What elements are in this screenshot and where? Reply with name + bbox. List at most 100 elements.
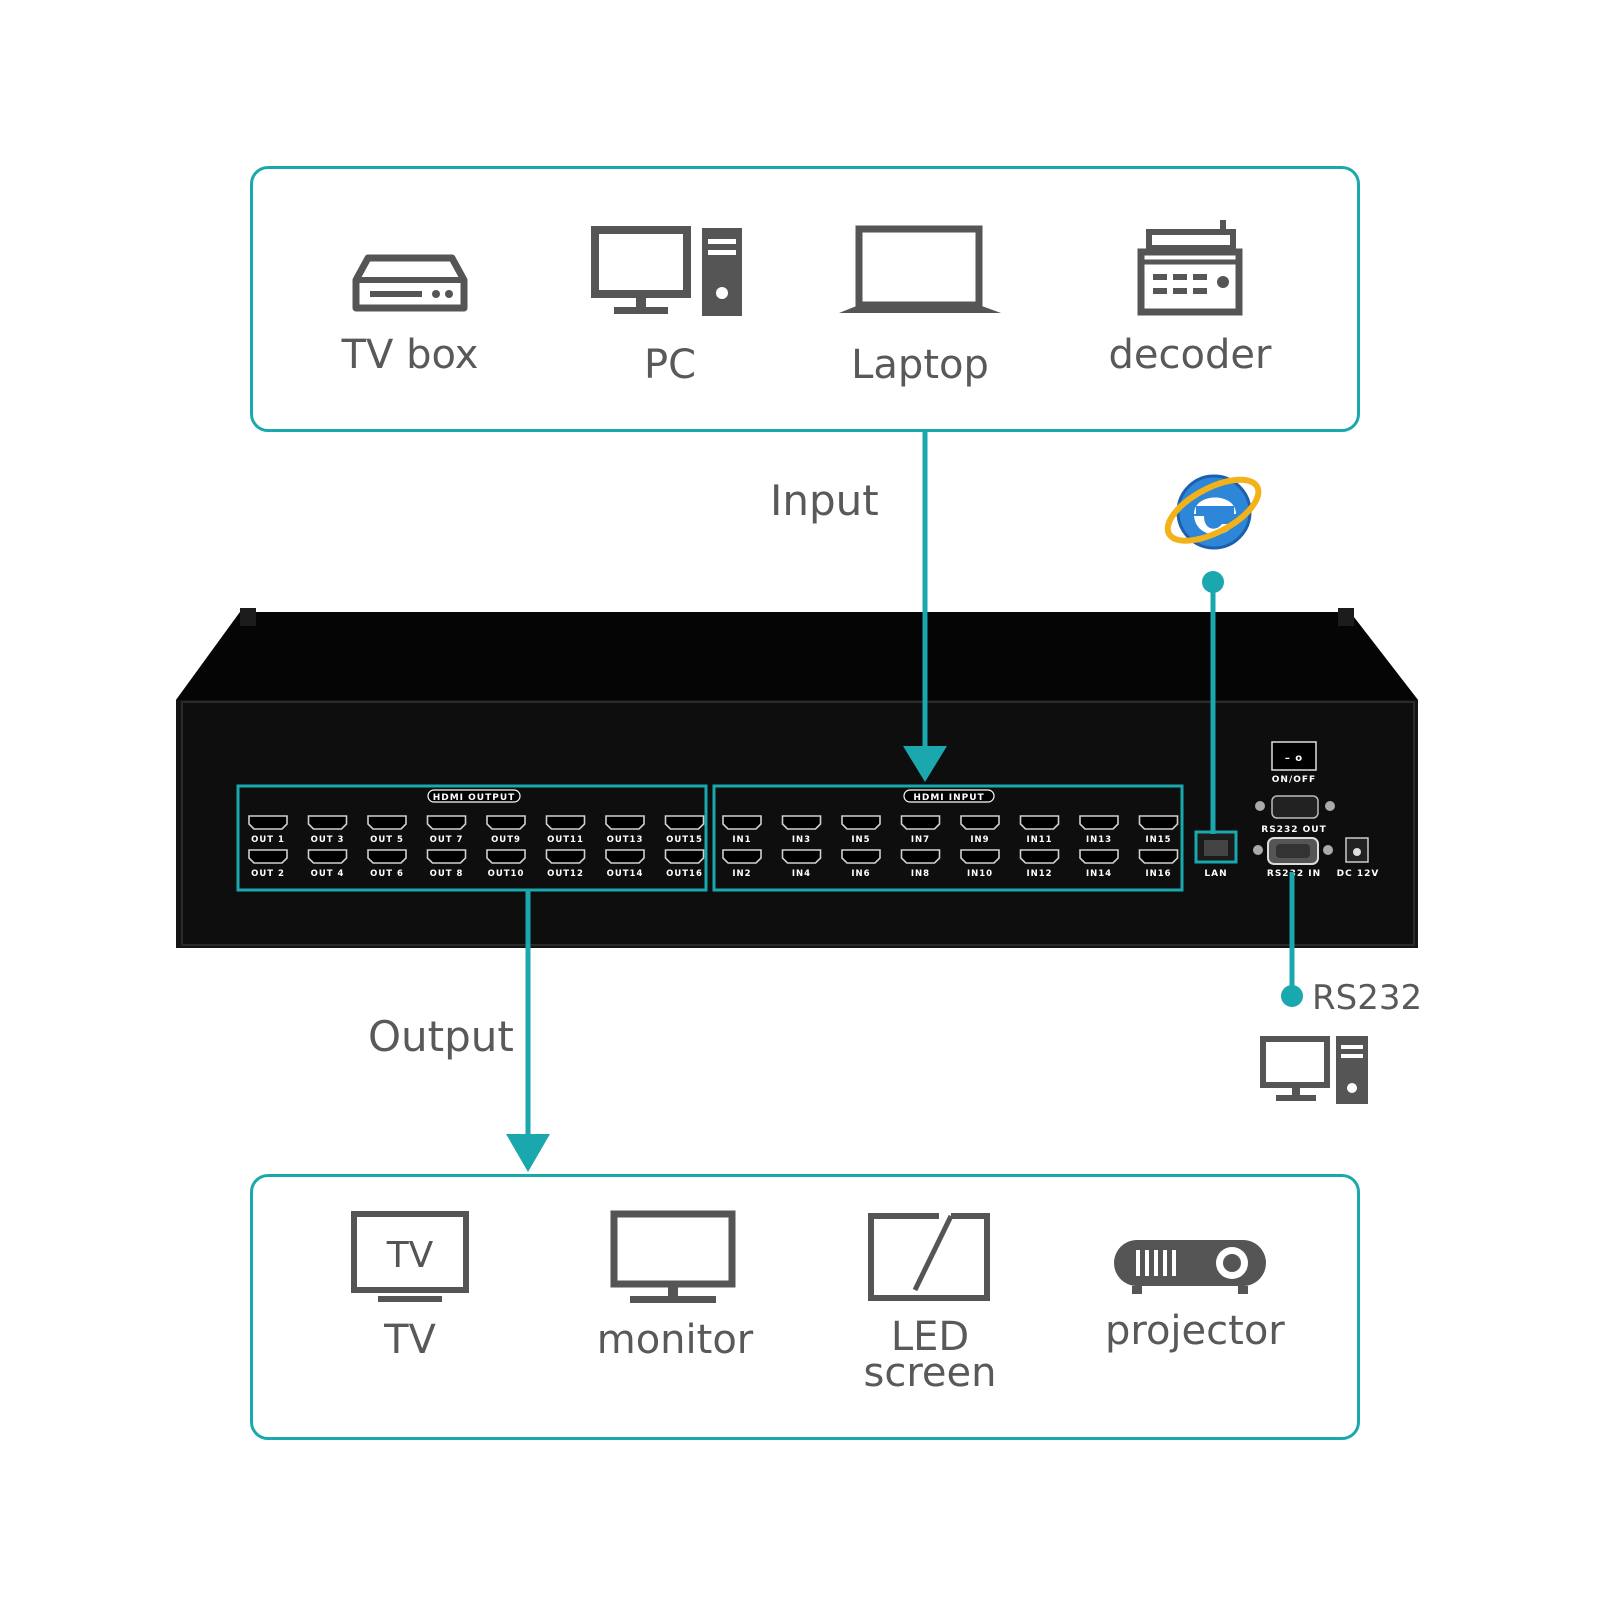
output-device-label: projector [1105,1308,1285,1354]
output-device-monitor: monitor [590,1210,760,1361]
input-device-label: PC [643,342,697,388]
input-hdmi-port [1019,815,1060,830]
input-device-laptop: Laptop [835,225,1005,386]
output-port-label: OUT14 [607,869,644,879]
decoder-icon [1137,220,1243,316]
output-hdmi-port [605,849,645,864]
input-hdmi-port [781,815,822,830]
output-hdmi-port [486,815,526,830]
lan-connector-line [1202,571,1224,834]
input-port-label: IN15 [1145,835,1171,845]
led-screen-icon [868,1213,990,1301]
input-hdmi-port [1138,815,1179,830]
lan-label: LAN [1204,869,1227,879]
output-device-label: monitor [596,1317,754,1363]
output-port-label: OUT13 [607,835,644,845]
control-pc-icon [1260,1036,1368,1104]
input-port-label: IN4 [792,869,811,879]
input-hdmi-port [1079,849,1119,864]
rs232-flow-label: RS232 [1312,978,1423,1018]
input-hdmi-port [900,815,941,830]
output-port-label: OUT11 [547,835,584,845]
output-hdmi-port [367,815,407,830]
output-device-led-screen: LED screen [845,1210,1015,1396]
rs232-connector-line [1281,872,1303,1007]
laptop-icon [839,225,1001,313]
output-port-label: OUT 3 [311,835,345,845]
output-hdmi-port [307,849,348,864]
input-port-label: IN13 [1086,835,1112,845]
input-port-label: IN16 [1145,869,1171,879]
input-hdmi-port [722,849,762,864]
output-hdmi-port [664,849,705,864]
output-hdmi-port [486,849,526,864]
dc-label: DC 12V [1337,869,1380,879]
input-device-label: decoder [1108,332,1272,378]
output-hdmi-port [545,849,586,864]
lan-port [1194,830,1238,864]
input-device-label: TV box [341,332,479,378]
internet-explorer-icon [1164,474,1262,550]
input-port-label: IN8 [911,869,930,879]
input-hdmi-port [841,815,881,830]
input-port-label: IN12 [1026,869,1052,879]
output-hdmi-port [367,849,407,864]
input-arrow [903,432,947,782]
tv-box-icon [352,254,468,312]
output-flow-label: Output [368,1012,514,1061]
input-port-label: IN14 [1086,869,1112,879]
input-hdmi-port [1138,849,1179,864]
input-flow-label: Input [770,476,879,525]
output-hdmi-port [248,815,288,830]
input-devices-box [250,166,1360,432]
output-device-tv: TV TV [330,1210,490,1361]
output-port-label: OUT15 [666,835,703,845]
output-device-projector: projector [1105,1232,1285,1354]
input-port-label: IN3 [792,835,811,845]
input-hdmi-port [1019,849,1060,864]
power-switch-symbols: – o [1285,753,1303,764]
input-port-label: IN1 [732,835,751,845]
output-port-label: OUT 5 [370,835,404,845]
tv-icon-text: TV [386,1235,434,1276]
hdmi-input-title: HDMI INPUT [913,793,984,803]
power-switch-label: ON/OFF [1272,775,1316,785]
output-devices-box [250,1174,1360,1440]
input-device-decoder: decoder [1100,218,1280,376]
monitor-icon [610,1210,736,1303]
output-port-label: OUT 7 [430,835,464,845]
projector-icon [1114,1240,1266,1294]
output-port-label: OUT 1 [251,835,285,845]
output-hdmi-port [426,815,467,830]
output-device-label: TV [384,1317,436,1363]
input-hdmi-port [900,849,941,864]
output-hdmi-port [426,849,467,864]
input-port-label: IN11 [1026,835,1052,845]
hdmi-output-group [236,784,708,892]
output-port-label: OUT 6 [370,869,404,879]
output-hdmi-port [307,815,348,830]
output-hdmi-port [248,849,288,864]
desktop-pc-icon [591,226,742,316]
input-device-pc: PC [585,225,755,386]
input-hdmi-port [841,849,881,864]
tv-icon: TV [351,1211,469,1302]
input-hdmi-port [960,849,1000,864]
dc-power-jack [1345,837,1369,863]
input-device-tv-box: TV box [330,250,490,376]
input-device-label: Laptop [851,342,989,388]
rs232-in-port [1253,837,1333,865]
output-arrow [506,890,550,1172]
input-hdmi-port [722,815,762,830]
input-port-label: IN5 [851,835,870,845]
output-port-label: OUT 2 [251,869,285,879]
output-port-label: OUT 4 [311,869,345,879]
output-device-label: LED screen [863,1314,997,1396]
rs232-out-label: RS232 OUT [1261,825,1326,835]
output-port-label: OUT10 [488,869,525,879]
input-hdmi-port [781,849,822,864]
rs232-out-port [1255,795,1335,819]
